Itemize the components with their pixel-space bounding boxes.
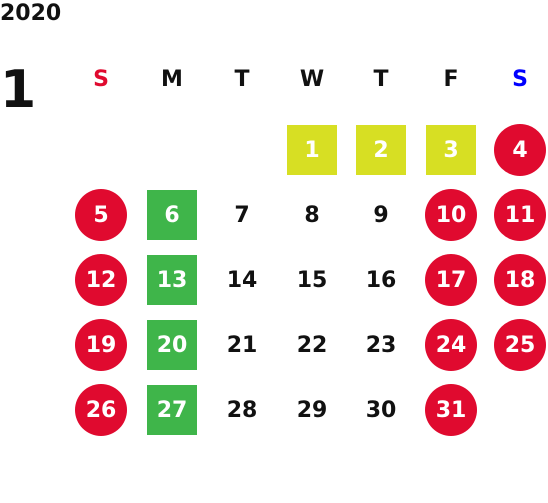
day-28[interactable]: 28 <box>226 397 258 423</box>
weekday-0: S <box>93 67 109 92</box>
weekday-2: T <box>234 67 250 92</box>
day-29[interactable]: 29 <box>296 397 328 423</box>
weekday-3: W <box>299 67 325 92</box>
day-23[interactable]: 23 <box>365 332 397 358</box>
day-19[interactable]: 19 <box>75 319 127 371</box>
day-11[interactable]: 11 <box>494 189 546 241</box>
day-5[interactable]: 5 <box>75 189 127 241</box>
year-label: 2020 <box>0 1 62 26</box>
day-27[interactable]: 27 <box>147 385 197 435</box>
weekday-6: S <box>512 67 528 92</box>
day-31[interactable]: 31 <box>425 384 477 436</box>
day-24[interactable]: 24 <box>425 319 477 371</box>
month-label: 1 <box>0 60 37 120</box>
day-26[interactable]: 26 <box>75 384 127 436</box>
day-21[interactable]: 21 <box>226 332 258 358</box>
day-22[interactable]: 22 <box>296 332 328 358</box>
day-14[interactable]: 14 <box>226 267 258 293</box>
day-20[interactable]: 20 <box>147 320 197 370</box>
day-10[interactable]: 10 <box>425 189 477 241</box>
day-2[interactable]: 2 <box>356 125 406 175</box>
day-3[interactable]: 3 <box>426 125 476 175</box>
day-18[interactable]: 18 <box>494 254 546 306</box>
day-30[interactable]: 30 <box>365 397 397 423</box>
day-4[interactable]: 4 <box>494 124 546 176</box>
day-1[interactable]: 1 <box>287 125 337 175</box>
day-15[interactable]: 15 <box>296 267 328 293</box>
day-6[interactable]: 6 <box>147 190 197 240</box>
day-8[interactable]: 8 <box>304 202 320 228</box>
day-25[interactable]: 25 <box>494 319 546 371</box>
day-9[interactable]: 9 <box>373 202 389 228</box>
day-12[interactable]: 12 <box>75 254 127 306</box>
weekday-1: M <box>161 67 183 92</box>
day-16[interactable]: 16 <box>365 267 397 293</box>
day-13[interactable]: 13 <box>147 255 197 305</box>
day-17[interactable]: 17 <box>425 254 477 306</box>
weekday-4: T <box>373 67 389 92</box>
day-7[interactable]: 7 <box>234 202 250 228</box>
weekday-5: F <box>443 67 459 92</box>
